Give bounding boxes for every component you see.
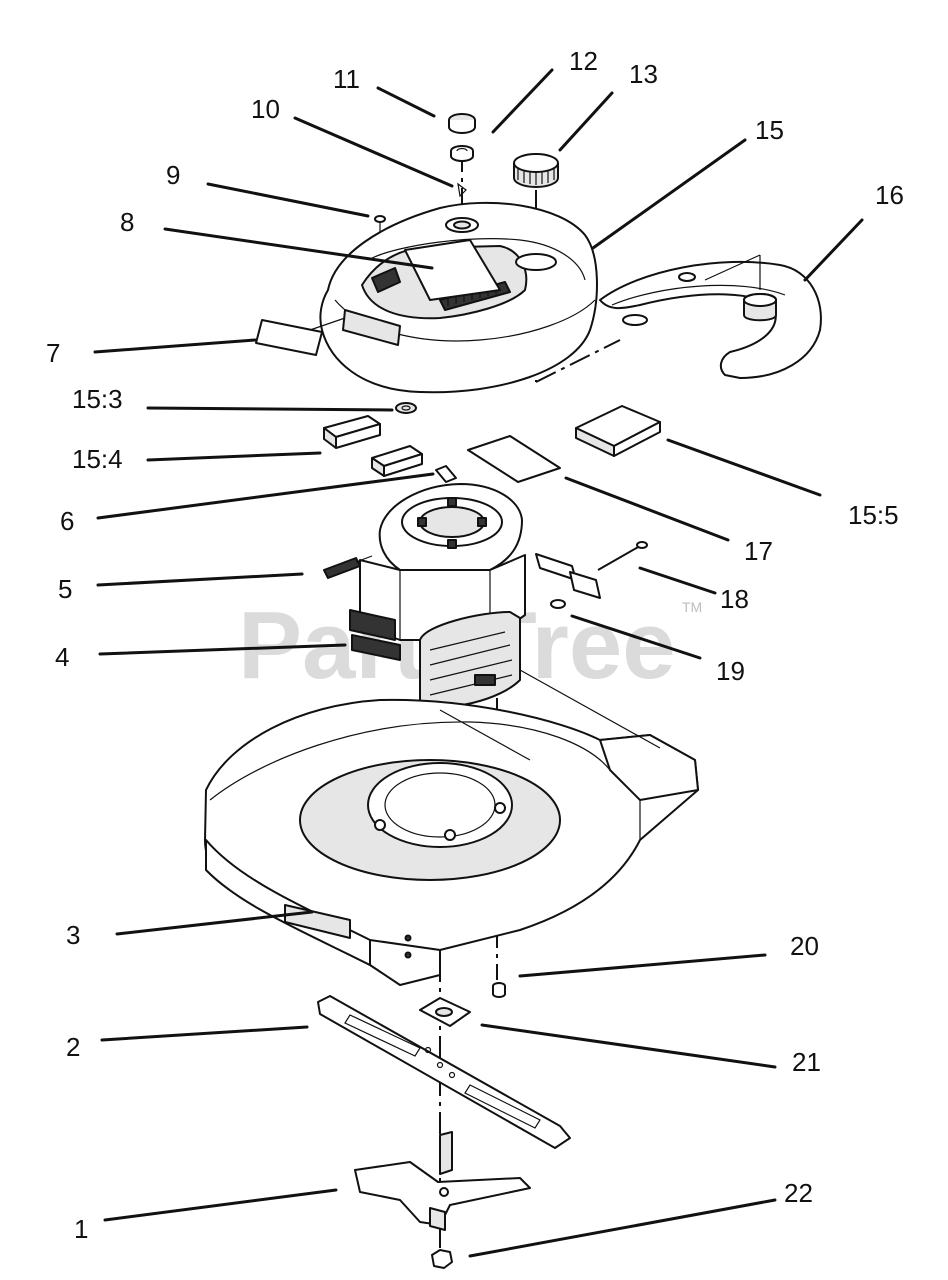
part-15-3-washer bbox=[395, 402, 417, 414]
callout-9: 9 bbox=[166, 160, 180, 190]
leader-8 bbox=[163, 227, 434, 270]
callout-20: 20 bbox=[790, 931, 819, 961]
part-4-engine bbox=[349, 483, 526, 708]
part-11-cap bbox=[448, 113, 476, 134]
part-12-washer bbox=[450, 145, 474, 198]
callout-18: 18 bbox=[720, 584, 749, 614]
callout-6: 6 bbox=[60, 506, 74, 536]
part-8-decal bbox=[404, 239, 501, 301]
callout-19: 19 bbox=[716, 656, 745, 686]
callout-21: 21 bbox=[792, 1047, 821, 1077]
callout-5: 5 bbox=[58, 574, 72, 604]
leader-5 bbox=[96, 572, 304, 587]
part-21-adapter-plate bbox=[419, 997, 471, 1027]
callout-11: 11 bbox=[333, 64, 360, 94]
callout-16: 16 bbox=[875, 180, 904, 210]
part-7-label bbox=[255, 317, 346, 356]
leader-15-3 bbox=[146, 406, 394, 412]
callout-2: 2 bbox=[66, 1032, 80, 1062]
part-13-fuel-cap bbox=[513, 153, 559, 188]
callout-8: 8 bbox=[120, 207, 134, 237]
leader-9 bbox=[206, 182, 370, 218]
watermark-trademark: TM bbox=[682, 599, 702, 615]
part-17-gasket-sheet bbox=[467, 435, 561, 483]
leader-4 bbox=[98, 643, 347, 656]
part-16-rear-cover bbox=[599, 254, 822, 379]
leader-13 bbox=[558, 91, 614, 152]
part-3-deck bbox=[204, 669, 699, 986]
leader-3 bbox=[115, 910, 314, 936]
leader-20 bbox=[518, 953, 767, 978]
callout-12: 12 bbox=[569, 46, 598, 76]
callout-labels: 11 12 13 10 15 9 16 8 7 15:3 15:4 15:5 6… bbox=[46, 46, 904, 1244]
part-2-blade bbox=[317, 995, 571, 1149]
callout-4: 4 bbox=[55, 642, 69, 672]
leader-15 bbox=[591, 138, 747, 250]
part-19-nut bbox=[550, 599, 566, 609]
leader-11 bbox=[376, 86, 436, 118]
leader-12 bbox=[491, 68, 554, 134]
part-15-4-foam-pads bbox=[323, 415, 423, 477]
callout-3: 3 bbox=[66, 920, 80, 950]
part-15-5-foam-block bbox=[575, 405, 661, 457]
leader-18 bbox=[638, 566, 717, 595]
callout-1: 1 bbox=[74, 1214, 88, 1244]
part-5-spark-plug bbox=[323, 555, 373, 579]
callout-17: 17 bbox=[744, 536, 773, 566]
part-9-screw bbox=[374, 215, 386, 232]
leader-15-5 bbox=[666, 438, 822, 497]
leader-22 bbox=[468, 1198, 777, 1258]
callout-15-3: 15:3 bbox=[72, 384, 123, 414]
leader-10 bbox=[293, 116, 454, 188]
callout-15-5: 15:5 bbox=[848, 500, 899, 530]
callout-22: 22 bbox=[784, 1178, 813, 1208]
callout-15-4: 15:4 bbox=[72, 444, 123, 474]
leader-6 bbox=[96, 472, 435, 520]
leader-21 bbox=[480, 1023, 777, 1069]
leader-lines bbox=[93, 68, 864, 1258]
leader-1 bbox=[103, 1188, 338, 1222]
leader-19 bbox=[570, 614, 702, 660]
part-18-bracket bbox=[535, 541, 648, 599]
callout-13: 13 bbox=[629, 59, 658, 89]
leader-16 bbox=[803, 218, 864, 282]
leader-2 bbox=[100, 1025, 309, 1042]
part-22-nut bbox=[431, 1249, 453, 1269]
leader-17 bbox=[564, 476, 730, 542]
part-20-bolt bbox=[492, 982, 506, 998]
callout-7: 7 bbox=[46, 338, 60, 368]
leader-15-4 bbox=[146, 451, 322, 462]
part-15-engine-cover bbox=[319, 201, 598, 394]
callout-10: 10 bbox=[251, 94, 280, 124]
part-6-tube bbox=[435, 465, 457, 483]
leader-7 bbox=[93, 338, 257, 354]
part-1-blade-stiffener bbox=[354, 1131, 531, 1231]
callout-15: 15 bbox=[755, 115, 784, 145]
